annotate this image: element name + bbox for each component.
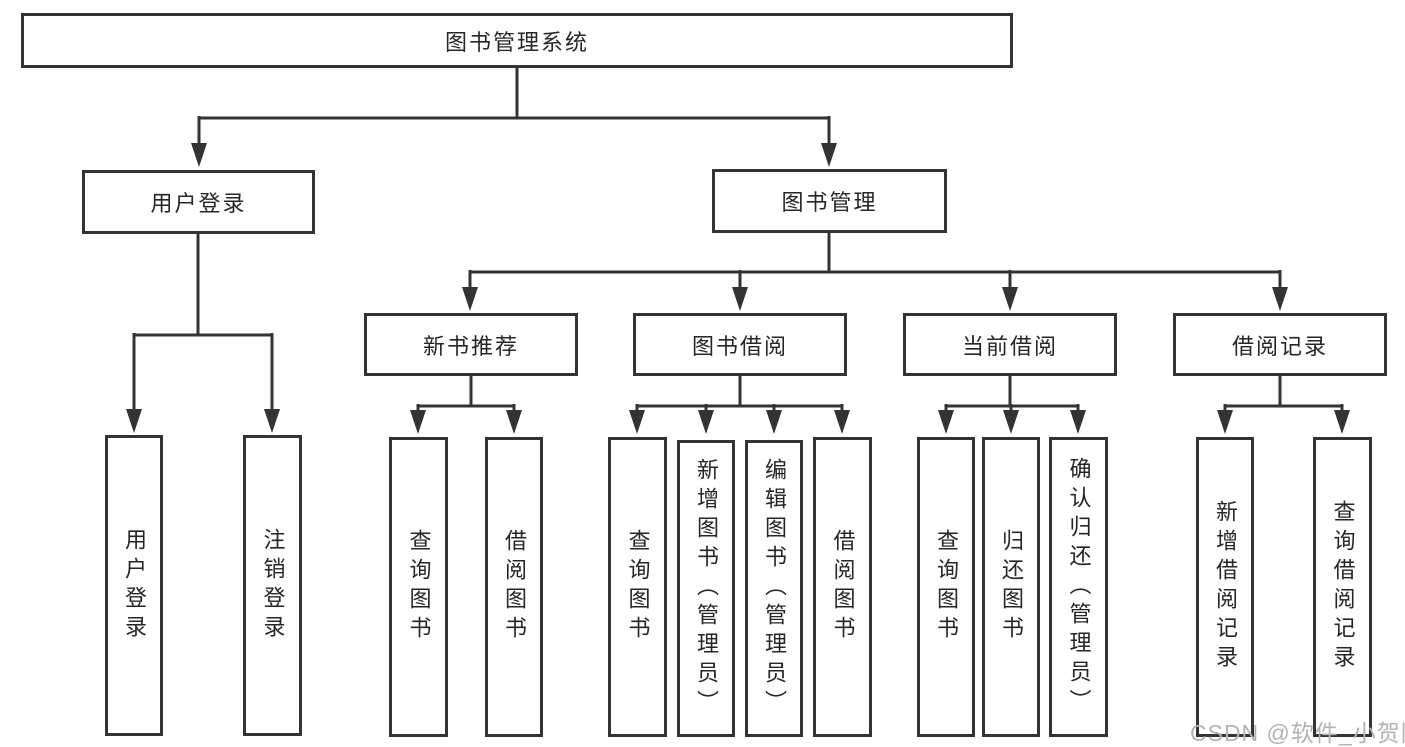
node-root-title: 图书管理系统 bbox=[21, 13, 1013, 68]
arrowhead-re2 bbox=[1334, 410, 1350, 434]
node-new-books-label: 新书推荐 bbox=[422, 333, 519, 359]
node-borrow: 图书借阅 bbox=[633, 313, 847, 376]
arrowhead-br3 bbox=[766, 410, 782, 434]
arrowhead-leaf-logout bbox=[264, 409, 280, 433]
node-user-login: 用户登录 bbox=[82, 170, 315, 234]
leaf-nb-borrow-books: 借阅图书 bbox=[485, 437, 543, 737]
leaf-nb-query-books-label: 查询图书 bbox=[406, 529, 432, 645]
leaf-user-login: 用户登录 bbox=[105, 435, 163, 736]
leaf-br-edit-books-admin-label: 编辑图书（管理员） bbox=[762, 458, 787, 719]
leaf-cu-confirm-return-admin-label: 确认归还（管理员） bbox=[1066, 456, 1092, 718]
node-user-login-label: 用户登录 bbox=[150, 191, 247, 216]
leaf-br-add-books-admin: 新增图书（管理员） bbox=[677, 440, 735, 737]
node-root-label: 图书管理系统 bbox=[444, 29, 589, 55]
node-records-label: 借阅记录 bbox=[1231, 333, 1328, 359]
arrowhead-br4 bbox=[834, 410, 850, 434]
node-borrow-label: 图书借阅 bbox=[691, 333, 788, 359]
arrowhead-user-login bbox=[191, 143, 207, 167]
node-book-mgmt-label: 图书管理 bbox=[781, 190, 878, 215]
leaf-re-query-record-label: 查询借阅记录 bbox=[1330, 500, 1356, 674]
arrowhead-re1 bbox=[1217, 410, 1233, 434]
arrowhead-br2 bbox=[698, 410, 714, 434]
leaf-br-query-books: 查询图书 bbox=[608, 437, 667, 737]
node-current-label: 当前借阅 bbox=[961, 333, 1058, 359]
leaf-br-borrow-books-label: 借阅图书 bbox=[830, 529, 856, 645]
leaf-cu-confirm-return-admin: 确认归还（管理员） bbox=[1049, 437, 1108, 737]
arrowhead-leaf-login bbox=[126, 409, 142, 433]
leaf-re-add-record-label: 新增借阅记录 bbox=[1213, 500, 1238, 674]
arrowhead-borrow bbox=[732, 287, 748, 311]
leaf-br-edit-books-admin: 编辑图书（管理员） bbox=[745, 440, 803, 737]
arrowhead-nb2 bbox=[506, 410, 522, 434]
leaf-nb-borrow-books-label: 借阅图书 bbox=[502, 529, 527, 645]
leaf-nb-query-books: 查询图书 bbox=[389, 437, 448, 737]
leaf-re-query-record: 查询借阅记录 bbox=[1313, 437, 1372, 737]
node-records: 借阅记录 bbox=[1173, 313, 1387, 376]
arrowhead-br1 bbox=[629, 410, 645, 434]
leaf-user-login-label: 用户登录 bbox=[122, 527, 147, 644]
node-current: 当前借阅 bbox=[903, 313, 1117, 376]
arrowhead-new-books bbox=[462, 287, 478, 311]
leaf-logout: 注销登录 bbox=[243, 435, 302, 736]
csdn-watermark: CSDN @软件_小贺同学 bbox=[1190, 720, 1405, 746]
leaf-cu-query-books: 查询图书 bbox=[917, 437, 975, 737]
leaf-br-add-books-admin-label: 新增图书（管理员） bbox=[694, 458, 719, 719]
arrowhead-cu3 bbox=[1070, 410, 1086, 434]
leaf-cu-return-books-label: 归还图书 bbox=[999, 529, 1024, 645]
node-book-mgmt: 图书管理 bbox=[712, 169, 947, 233]
node-new-books: 新书推荐 bbox=[364, 313, 578, 376]
arrowhead-cu2 bbox=[1003, 410, 1019, 434]
arrowhead-nb1 bbox=[410, 410, 426, 434]
arrowhead-records bbox=[1272, 287, 1288, 311]
leaf-cu-query-books-label: 查询图书 bbox=[934, 529, 959, 645]
arrowhead-book-mgmt bbox=[821, 143, 837, 167]
leaf-cu-return-books: 归还图书 bbox=[982, 437, 1040, 737]
leaf-logout-label: 注销登录 bbox=[260, 527, 286, 644]
leaf-br-query-books-label: 查询图书 bbox=[625, 529, 651, 645]
leaf-br-borrow-books: 借阅图书 bbox=[813, 437, 872, 737]
leaf-re-add-record: 新增借阅记录 bbox=[1196, 437, 1254, 737]
arrowhead-current bbox=[1002, 287, 1018, 311]
arrowhead-cu1 bbox=[938, 410, 954, 434]
